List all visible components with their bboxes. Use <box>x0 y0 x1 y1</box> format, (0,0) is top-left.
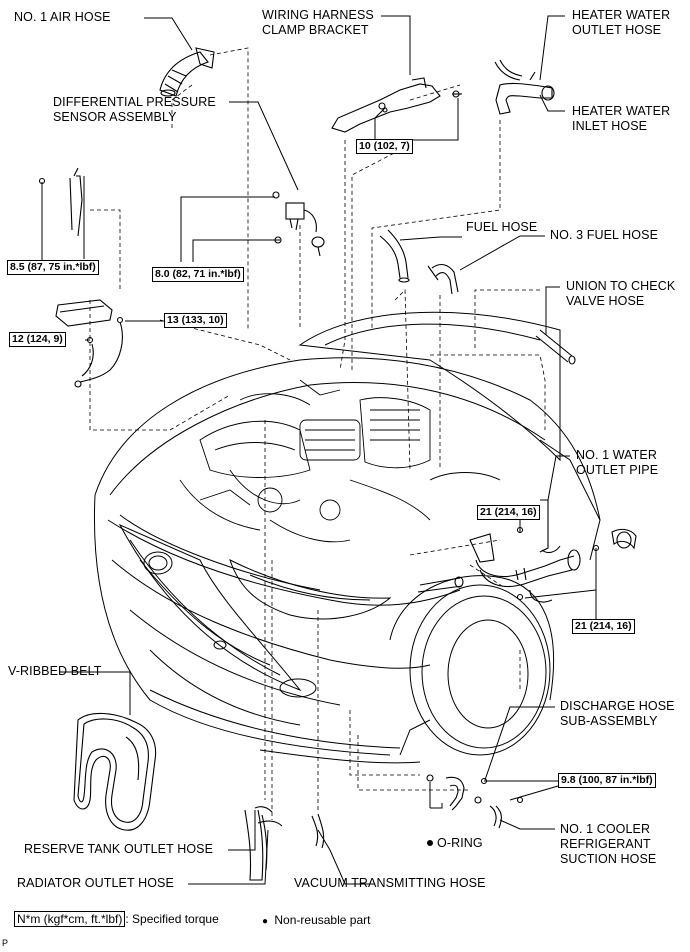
torque-box-10: 10 (102, 7) <box>356 139 413 154</box>
label-discharge-hose: DISCHARGE HOSE SUB-ASSEMBLY <box>560 699 675 728</box>
page-id: P <box>2 938 9 948</box>
torque-box-8-0: 8.0 (82, 71 in.*lbf) <box>152 267 244 282</box>
ecu-part <box>55 299 124 388</box>
label-heater-outlet-hose: HEATER WATER OUTLET HOSE <box>572 8 671 37</box>
dashed-guide-lines <box>89 47 546 820</box>
label-air-hose: NO. 1 AIR HOSE <box>14 10 111 24</box>
torque-box-13: 13 (133, 10) <box>164 313 227 328</box>
label-heater-inlet-hose: HEATER WATER INLET HOSE <box>572 104 671 133</box>
legend-torque-text: : Specified torque <box>125 912 219 926</box>
union-check-valve-hose-part <box>535 329 576 365</box>
legend-nonreusable-text: Non-reusable part <box>274 913 371 927</box>
legend-torque-unit-box: N*m (kgf*cm, ft.*lbf) <box>14 911 126 927</box>
coolant-hoses-part <box>244 806 283 881</box>
air-hose-part <box>159 47 215 97</box>
heater-hoses-part <box>494 59 555 115</box>
legend-bullet-icon: ● <box>262 916 269 927</box>
v-ribbed-belt-part <box>73 712 157 831</box>
label-no3-fuel-hose: NO. 3 FUEL HOSE <box>550 228 659 242</box>
torque-box-9-8: 9.8 (100, 87 in.*lbf) <box>558 773 656 788</box>
label-diff-pressure-sensor: DIFFERENTIAL PRESSURE SENSOR ASSEMBLY <box>53 95 216 124</box>
legend-nonreusable: ● Non-reusable part <box>262 913 370 927</box>
label-fuel-hose: FUEL HOSE <box>466 220 538 234</box>
label-wiring-harness-bracket: WIRING HARNESS CLAMP BRACKET <box>262 8 374 37</box>
diff-pressure-sensor-part <box>272 191 325 257</box>
label-cooler-suction-hose: NO. 1 COOLER REFRIGERANT SUCTION HOSE <box>560 822 657 866</box>
fuel-hose-part <box>379 229 410 283</box>
ac-hoses-part <box>426 774 524 829</box>
label-v-ribbed-belt: V-RIBBED BELT <box>8 664 102 678</box>
o-ring-bullet <box>427 840 433 846</box>
water-outlet-pipe-part <box>417 499 637 603</box>
torque-box-21-lower: 21 (214, 16) <box>572 619 635 634</box>
label-union-check-valve-hose: UNION TO CHECK VALVE HOSE <box>566 279 676 308</box>
label-water-outlet-pipe: NO. 1 WATER OUTLET PIPE <box>576 448 659 477</box>
label-reserve-tank-hose: RESERVE TANK OUTLET HOSE <box>24 842 214 856</box>
hose-8-5-part <box>38 167 83 237</box>
torque-box-12: 12 (124, 9) <box>9 332 66 347</box>
leader-lines <box>41 15 597 885</box>
legend-torque: N*m (kgf*cm, ft.*lbf): Specified torque <box>14 911 219 927</box>
fuel-hose-3-part <box>427 263 459 295</box>
vacuum-hose-part <box>311 813 325 849</box>
car-front-body <box>93 311 601 764</box>
label-radiator-outlet-hose: RADIATOR OUTLET HOSE <box>17 876 174 890</box>
engine-details <box>179 379 501 543</box>
wiring-bracket-part <box>331 77 462 133</box>
label-vacuum-hose: VACUUM TRANSMITTING HOSE <box>294 876 486 890</box>
label-o-ring: O-RING <box>437 836 483 850</box>
torque-box-21-upper: 21 (214, 16) <box>477 505 540 520</box>
torque-box-8-5: 8.5 (87, 75 in.*lbf) <box>7 260 99 275</box>
